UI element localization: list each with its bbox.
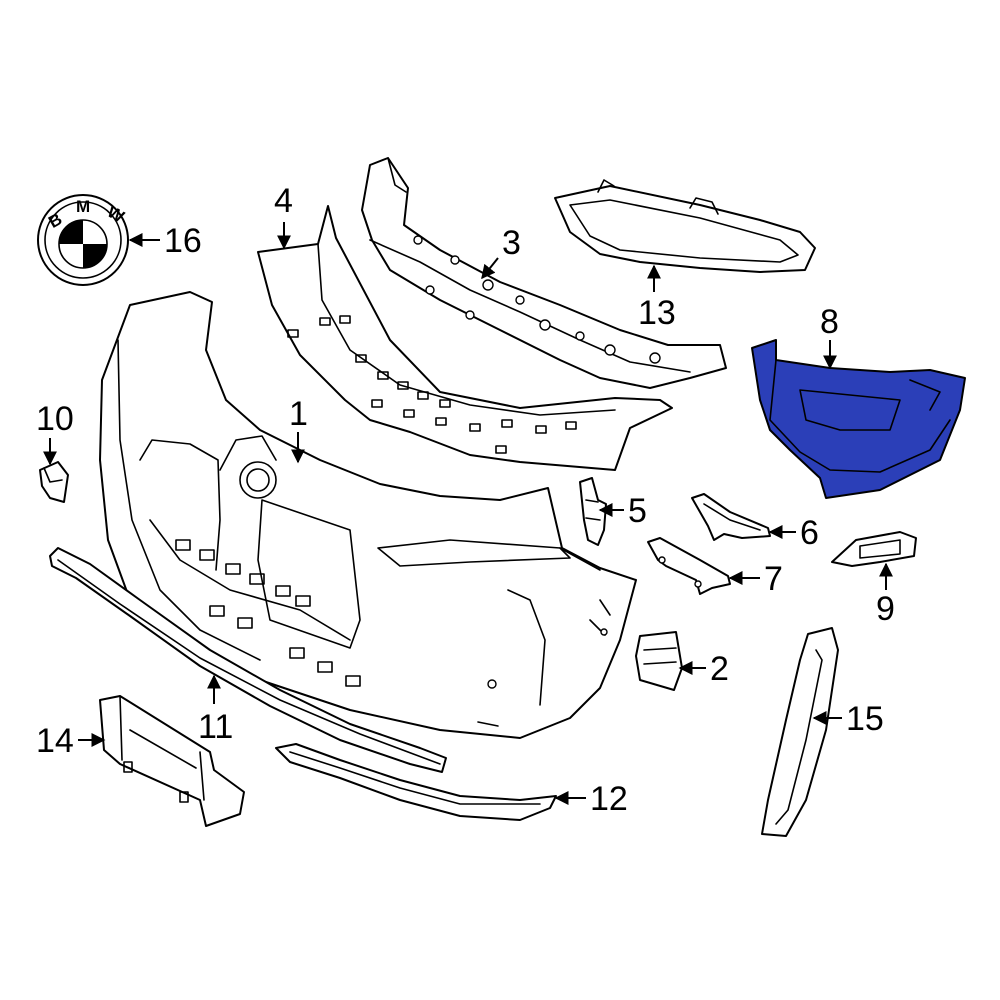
- part-7-bracket[interactable]: [647, 537, 731, 595]
- callout-6: 6: [800, 514, 819, 552]
- callout-7: 7: [764, 560, 783, 598]
- callout-13: 13: [638, 294, 676, 332]
- part-2-module[interactable]: [635, 631, 683, 691]
- callout-15: 15: [846, 700, 884, 738]
- part-10-bracket[interactable]: [39, 461, 69, 503]
- part-15-side-trim[interactable]: [761, 627, 839, 837]
- part-16-emblem[interactable]: B M W: [37, 194, 129, 286]
- part-5-bracket[interactable]: [579, 477, 607, 546]
- callout-3: 3: [502, 224, 521, 262]
- part-14-bracket[interactable]: [99, 695, 245, 827]
- part-11-lower-molding[interactable]: [49, 547, 447, 773]
- callout-8: 8: [820, 303, 839, 341]
- callout-10: 10: [36, 400, 74, 438]
- callout-16: 16: [164, 222, 202, 260]
- callout-1: 1: [289, 395, 308, 433]
- callout-5: 5: [628, 492, 647, 530]
- part-9-trim[interactable]: [831, 531, 917, 567]
- part-12-lower-strip[interactable]: [275, 743, 557, 821]
- part-1-bumper-cover[interactable]: [99, 291, 637, 739]
- part-3-carrier[interactable]: [361, 157, 727, 389]
- part-13-trim[interactable]: [554, 179, 816, 273]
- callouts: 1 2 3 4 5 6 7 8 9 10 11 12: [36, 182, 895, 818]
- part-8-highlighted-bracket[interactable]: [751, 339, 966, 499]
- callout-4: 4: [274, 182, 293, 220]
- callout-14: 14: [36, 722, 74, 760]
- part-6-bracket[interactable]: [691, 493, 771, 541]
- callout-9: 9: [876, 590, 895, 628]
- part-4-upper-support[interactable]: [257, 205, 673, 471]
- emblem-letter-m: M: [76, 197, 90, 216]
- callout-11: 11: [198, 708, 233, 746]
- callout-12: 12: [590, 780, 628, 818]
- callout-2: 2: [710, 650, 729, 688]
